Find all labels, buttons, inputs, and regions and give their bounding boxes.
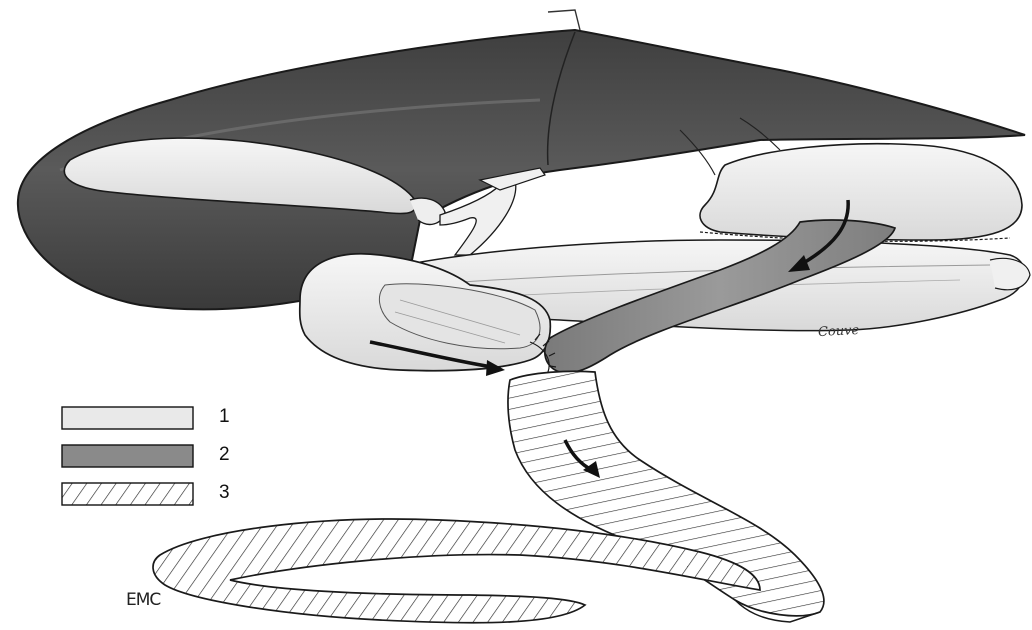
legend-label-1: 1 <box>219 406 230 428</box>
jejunum <box>153 371 824 622</box>
legend-swatch-3 <box>62 483 193 505</box>
legend-label-2: 2 <box>219 444 230 466</box>
legend-swatch-1 <box>62 407 193 429</box>
emc-logo: EMC <box>126 590 160 610</box>
legend <box>62 407 193 505</box>
legend-swatch-2 <box>62 445 193 467</box>
artist-signature: Couve <box>818 323 860 340</box>
legend-label-3: 3 <box>219 482 230 504</box>
